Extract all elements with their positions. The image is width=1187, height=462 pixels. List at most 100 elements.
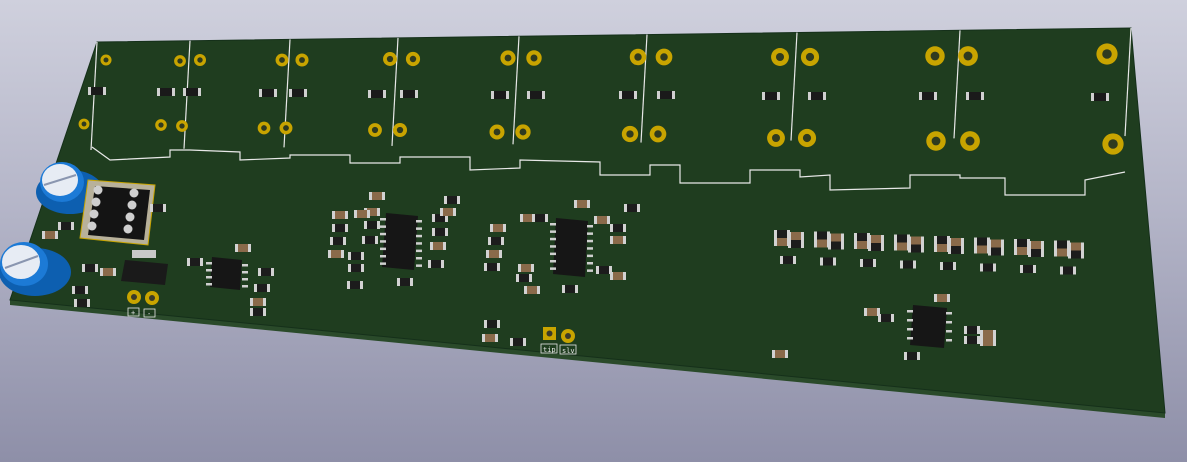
smd-end xyxy=(785,350,788,358)
ic-lead xyxy=(550,223,556,226)
smd-end xyxy=(445,228,448,236)
electrolytic-capacitor-2[interactable] xyxy=(0,242,71,296)
smd-terminal xyxy=(415,90,418,98)
ic-lead xyxy=(550,252,556,256)
dip-pin xyxy=(93,185,103,195)
smd-end xyxy=(85,286,88,294)
ic-lead xyxy=(242,264,248,267)
slv-label: slv xyxy=(562,347,575,355)
ic-lead xyxy=(380,232,386,236)
pot-pad-hole xyxy=(279,57,285,63)
smd-end xyxy=(453,208,456,216)
smd-end xyxy=(518,264,521,272)
smd-end xyxy=(200,258,203,266)
ic-lead xyxy=(206,269,212,272)
soic14-ic-1[interactable] xyxy=(382,213,418,270)
smd-body xyxy=(260,268,272,276)
smd-body xyxy=(332,237,344,245)
smd-end xyxy=(934,294,937,302)
smd-end xyxy=(607,216,610,224)
pot-outline-bottom xyxy=(91,146,1126,196)
smd-end xyxy=(1060,266,1063,275)
ic-lead xyxy=(242,271,248,274)
pot-pad-hole xyxy=(930,51,940,61)
pot-pad-hole xyxy=(179,123,185,129)
smd-end xyxy=(263,298,266,306)
smd-end xyxy=(562,285,565,293)
smd-terminal xyxy=(304,89,307,97)
smd-body xyxy=(982,330,994,338)
smd-body xyxy=(1070,242,1082,251)
smd-body xyxy=(486,263,498,271)
smd-body xyxy=(102,268,114,276)
smd-body xyxy=(902,260,914,269)
dip-pin xyxy=(125,212,135,222)
smd-end xyxy=(948,246,951,254)
pot-pad-hole xyxy=(1102,49,1112,59)
smd-end xyxy=(1068,250,1071,259)
smd-end xyxy=(900,260,903,269)
smd-body xyxy=(484,334,496,342)
pot-pad-hole xyxy=(283,125,289,131)
smd-end xyxy=(361,252,364,260)
soic14-ic-2[interactable] xyxy=(553,218,588,277)
smd-end xyxy=(610,236,613,244)
power-connector[interactable]: + - xyxy=(127,290,159,318)
smd-body xyxy=(1030,241,1042,249)
dip8-socket[interactable] xyxy=(79,179,156,246)
smd-end xyxy=(624,204,627,212)
smd-body xyxy=(350,252,362,260)
smd-body xyxy=(866,308,878,316)
smd-passives xyxy=(42,192,1084,360)
smd-end xyxy=(328,250,331,258)
smd-end xyxy=(788,240,791,248)
smd-terminal xyxy=(88,87,91,95)
dip-pin xyxy=(127,200,137,210)
smd-end xyxy=(1033,265,1036,273)
smd-end xyxy=(428,260,431,268)
smd-body xyxy=(782,256,794,264)
pot-pad-hole xyxy=(493,128,501,136)
pcb-board-edge xyxy=(10,300,1165,418)
smd-end xyxy=(495,334,498,342)
smd-end xyxy=(501,237,504,245)
smd-end xyxy=(510,338,513,346)
pcb-board[interactable] xyxy=(9,27,1166,414)
smd-end xyxy=(55,231,58,239)
pot-pad-hole xyxy=(386,55,394,63)
tip-sleeve-connector[interactable]: tip slv xyxy=(540,327,577,355)
smd-end xyxy=(1081,250,1084,259)
smd-end xyxy=(993,338,996,346)
tip-label: tip xyxy=(543,346,556,354)
so8-ic-1[interactable] xyxy=(210,257,242,290)
smd-end xyxy=(947,294,950,302)
sot223-regulator[interactable] xyxy=(121,250,168,285)
smd-body xyxy=(896,242,908,251)
electrolytic-capacitor-1[interactable] xyxy=(36,162,104,214)
smd-terminal xyxy=(103,87,106,95)
smd-end xyxy=(332,224,335,232)
ic-lead xyxy=(206,283,212,286)
ic-lead xyxy=(380,247,386,251)
smd-end xyxy=(868,235,871,243)
smd-end xyxy=(348,264,351,272)
smd-body xyxy=(356,210,368,218)
smd-body xyxy=(522,214,534,222)
smd-body xyxy=(330,250,342,258)
ic-lead xyxy=(380,225,386,228)
so8-ic-2[interactable] xyxy=(910,305,947,348)
smd-end xyxy=(881,243,884,251)
smd-end xyxy=(347,281,350,289)
smd-end xyxy=(988,239,991,248)
smd-body xyxy=(612,224,624,232)
smd-end xyxy=(545,214,548,222)
smd-end xyxy=(917,352,920,360)
smd-end xyxy=(341,250,344,258)
ic-lead xyxy=(206,262,212,265)
ic-lead xyxy=(587,262,593,265)
smd-end xyxy=(354,210,357,218)
smd-end xyxy=(441,260,444,268)
ic-lead xyxy=(416,220,422,223)
